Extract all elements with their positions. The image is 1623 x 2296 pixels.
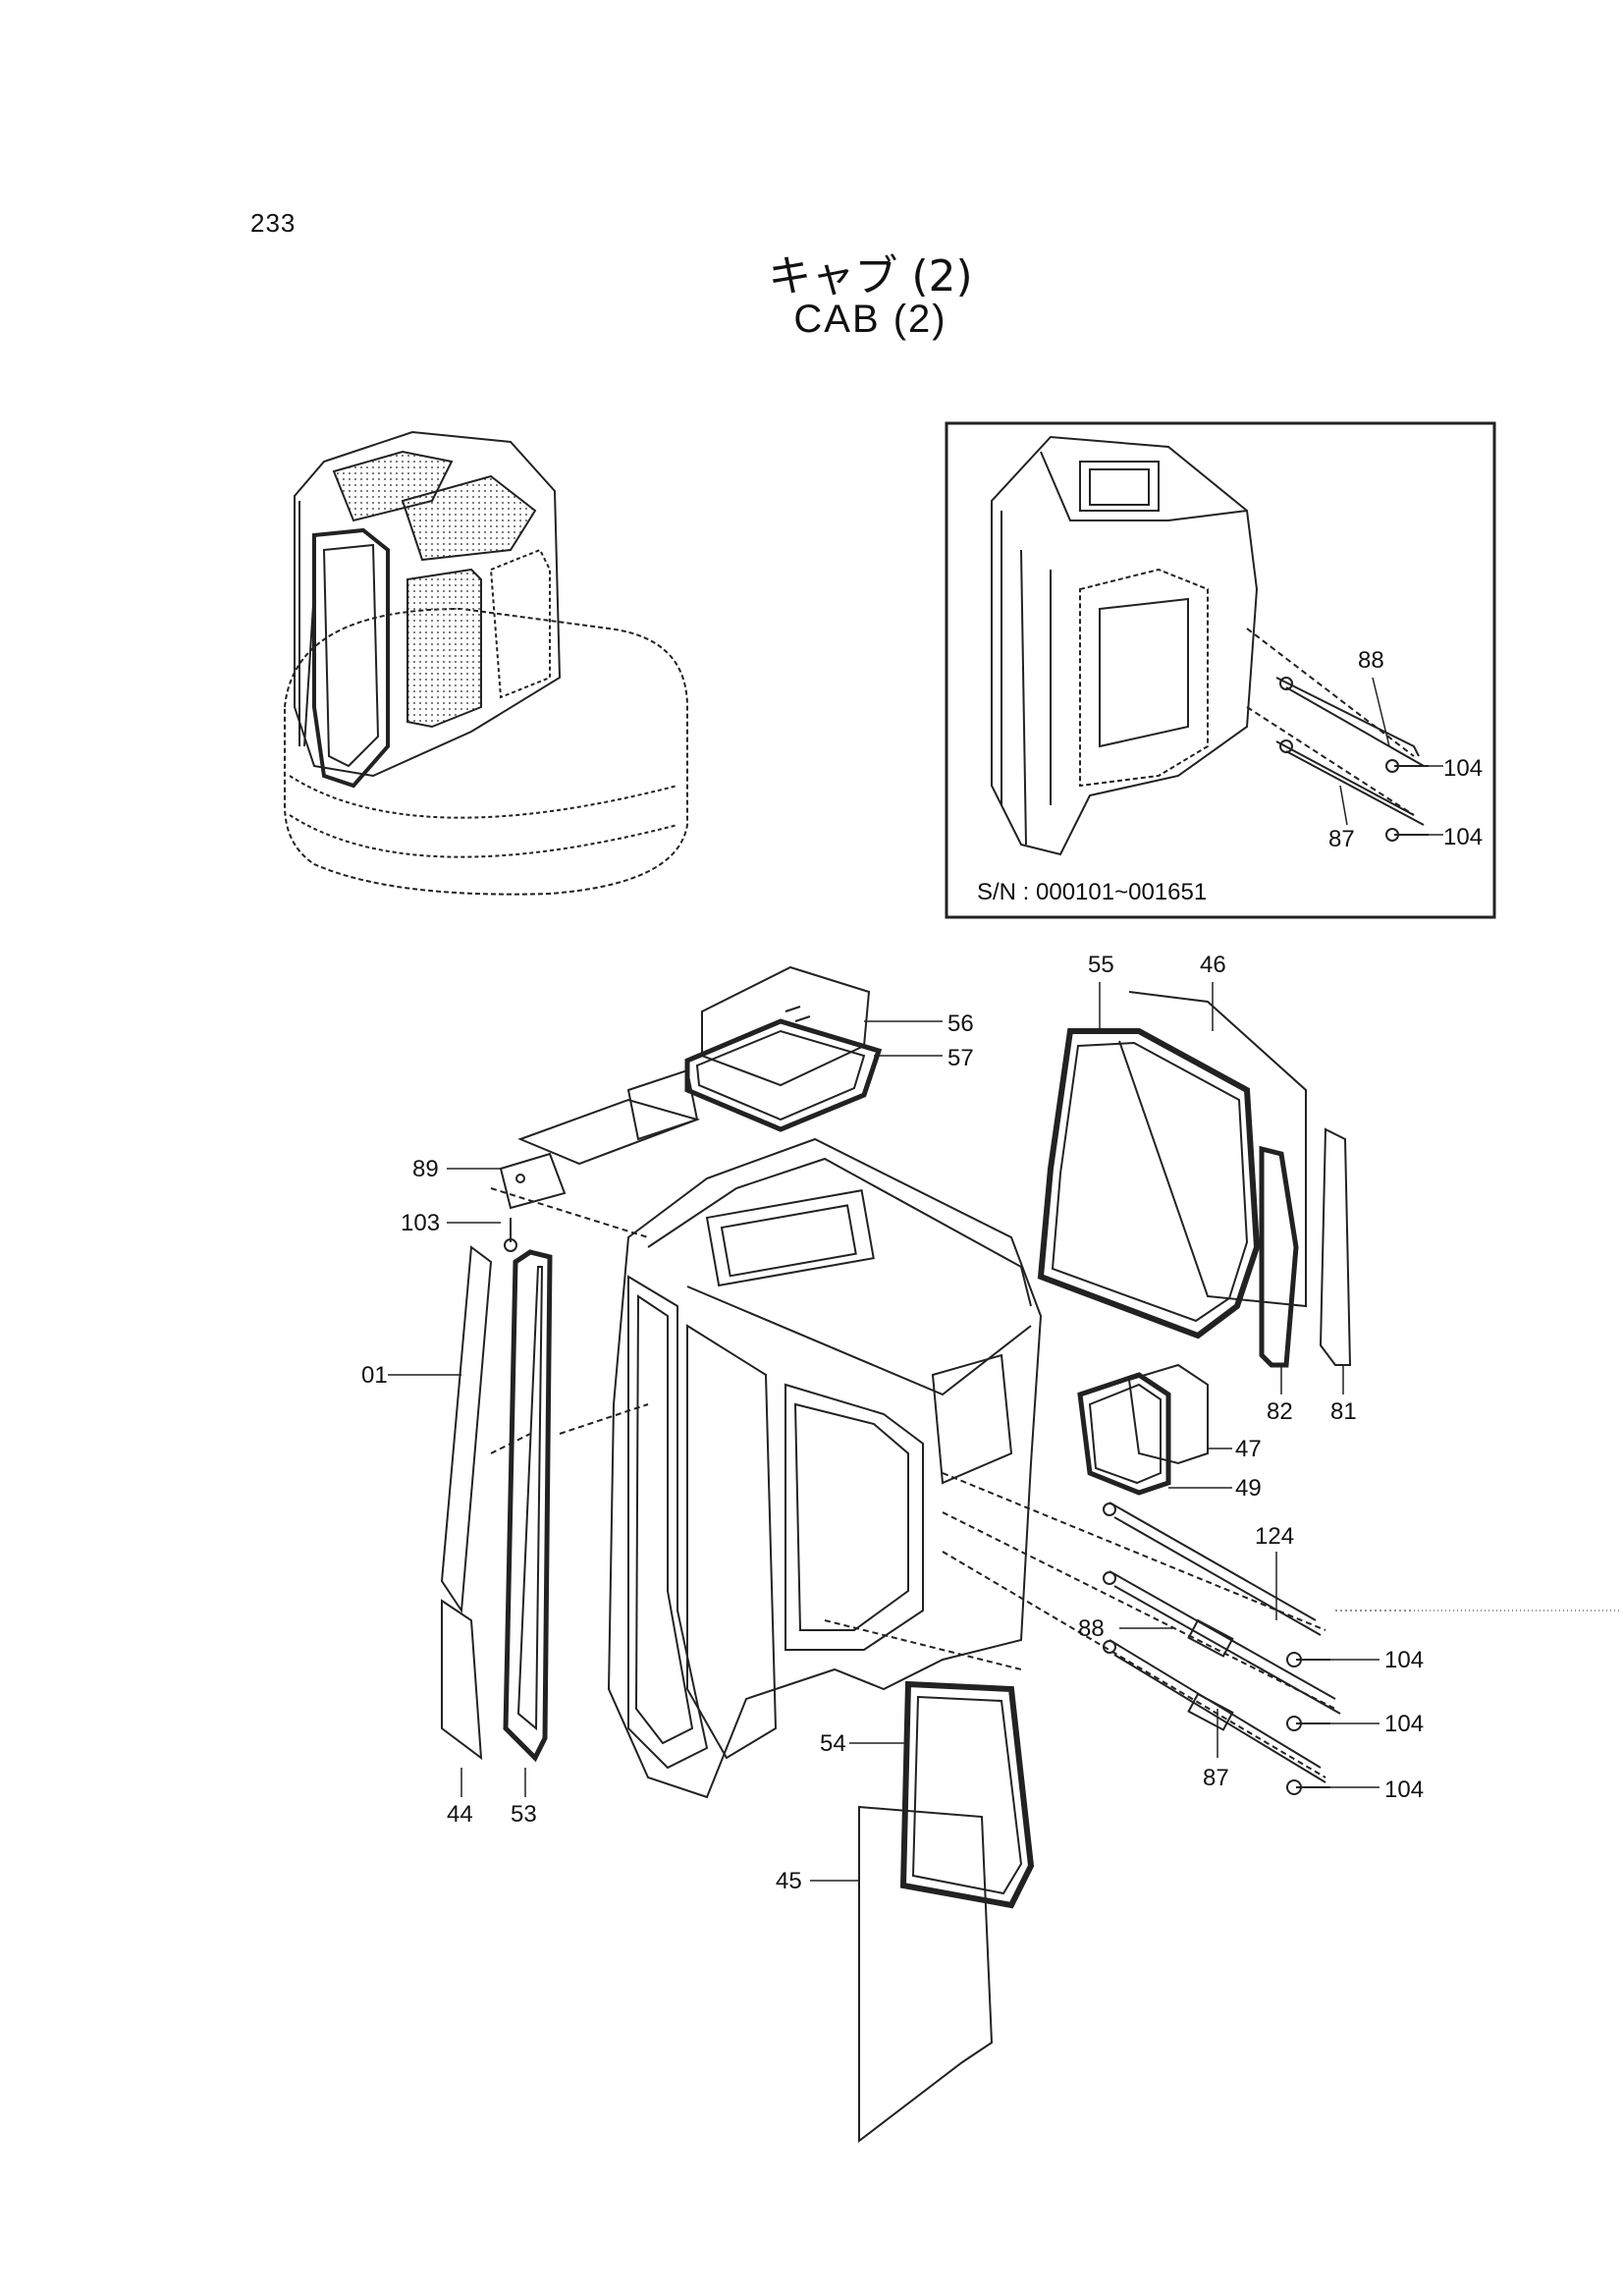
title-english: CAB (2) [793, 298, 947, 341]
callout-104-a: 104 [1384, 1647, 1424, 1673]
callout-89: 89 [412, 1156, 439, 1182]
callout-47: 47 [1235, 1436, 1262, 1462]
callout-104-c: 104 [1384, 1777, 1424, 1803]
callout-44: 44 [447, 1801, 473, 1828]
callout-87: 87 [1203, 1765, 1229, 1791]
callout-124: 124 [1255, 1523, 1294, 1550]
title-japanese: キャブ (2) [768, 251, 973, 301]
callout-54: 54 [820, 1730, 846, 1757]
callout-81: 81 [1330, 1398, 1357, 1425]
callout-57: 57 [947, 1045, 974, 1071]
callout-82: 82 [1267, 1398, 1293, 1425]
callout-103: 103 [401, 1210, 440, 1236]
callout-45: 45 [776, 1868, 802, 1894]
callout-49: 49 [1235, 1475, 1262, 1502]
inset-label-104-lower: 104 [1443, 824, 1483, 850]
inset-label-104-upper: 104 [1443, 755, 1483, 782]
inset-label-87: 87 [1328, 826, 1355, 852]
callout-01: 01 [361, 1362, 388, 1389]
callout-55: 55 [1088, 952, 1114, 978]
callout-104-b: 104 [1384, 1711, 1424, 1737]
machine-overview-illustration [284, 430, 688, 896]
callout-46: 46 [1200, 952, 1226, 978]
inset-serial-text: S/N : 000101~001651 [977, 879, 1207, 905]
inset-early-serial-box [945, 421, 1496, 919]
callout-53: 53 [511, 1801, 537, 1828]
inset-label-88: 88 [1358, 647, 1384, 674]
exploded-cab-view [388, 965, 1620, 2144]
page-number: 233 [250, 208, 297, 238]
callout-56: 56 [947, 1011, 974, 1037]
callout-88: 88 [1078, 1615, 1105, 1642]
